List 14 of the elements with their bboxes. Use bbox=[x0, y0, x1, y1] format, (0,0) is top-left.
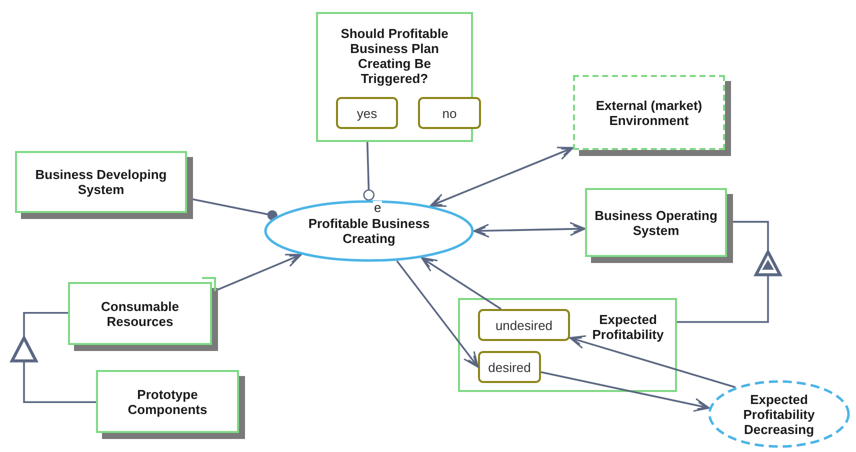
state-box: yes bbox=[336, 97, 398, 129]
process-name: Expected Profitability Decreasing bbox=[742, 392, 816, 436]
state-box: no bbox=[418, 97, 481, 129]
object-box bbox=[458, 298, 677, 392]
process-name: Profitable Business Creating bbox=[307, 216, 431, 246]
object-name: External (market) Environment bbox=[594, 98, 704, 128]
object-name: Prototype Components bbox=[126, 386, 208, 416]
object-name: Business Developing System bbox=[34, 167, 168, 197]
object-name: Business Operating System bbox=[594, 208, 718, 238]
state-box: desired bbox=[478, 351, 541, 383]
object-name: Should Profitable Business Plan Creating Be Triggered? bbox=[340, 26, 450, 86]
object-name: Consumable Resources bbox=[100, 298, 180, 328]
edge-label: e bbox=[373, 201, 382, 214]
state-box: undesired bbox=[478, 309, 570, 341]
